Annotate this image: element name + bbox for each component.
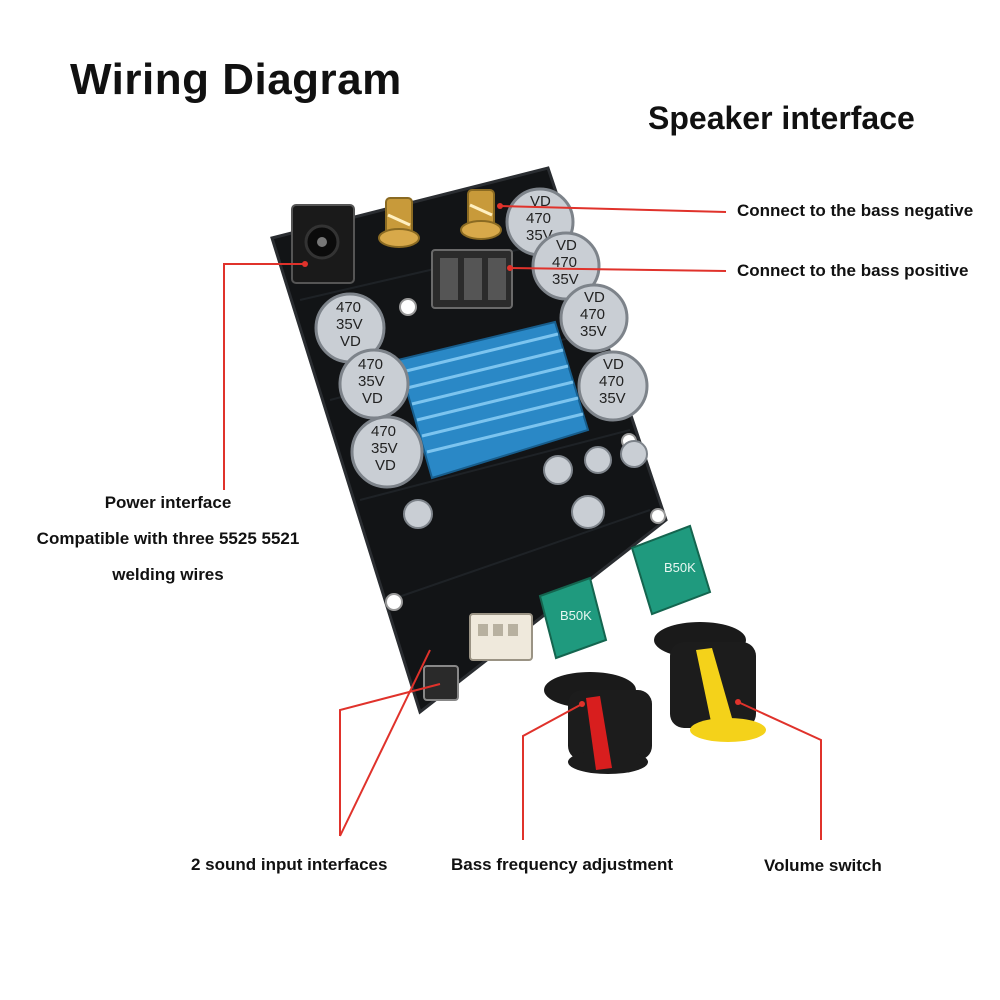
leader-line-bass-positive <box>509 267 727 272</box>
callout-bass-negative: Connect to the bass negative <box>737 201 974 220</box>
leader-lines <box>223 205 822 840</box>
svg-text:VD: VD <box>375 457 396 474</box>
svg-text:470: 470 <box>526 210 551 227</box>
svg-text:35V: 35V <box>580 323 607 340</box>
svg-text:35V: 35V <box>599 390 626 407</box>
svg-text:35V: 35V <box>336 316 363 333</box>
speaker-terminal-positive <box>460 189 502 240</box>
svg-text:470: 470 <box>552 254 577 271</box>
capacitor-left-2: 470 35V VD <box>338 348 410 420</box>
capacitor-right-4: VD 470 35V <box>577 350 649 422</box>
callout-bass-positive: Connect to the bass positive <box>737 261 969 280</box>
speaker-terminal-negative <box>378 197 420 248</box>
leader-line-power <box>223 263 305 490</box>
svg-text:35V: 35V <box>371 440 398 457</box>
svg-text:470: 470 <box>599 373 624 390</box>
callout-power-line3: welding wires <box>112 565 224 584</box>
callout-volume: Volume switch <box>764 856 882 875</box>
svg-text:VD: VD <box>603 356 624 373</box>
leader-line-bass-adjust <box>522 703 583 840</box>
aux-jack <box>423 665 459 701</box>
input-connector <box>469 613 533 661</box>
bass-potentiometer: B50K <box>538 576 608 660</box>
callout-sound-inputs: 2 sound input interfaces <box>191 855 388 874</box>
callout-power: Power interface Compatible with three 55… <box>18 493 318 585</box>
speaker-terminal-block <box>431 249 513 309</box>
svg-text:35V: 35V <box>552 271 579 288</box>
leader-line-bass-negative <box>499 205 727 213</box>
bass-knob <box>544 672 652 774</box>
svg-text:470: 470 <box>371 423 396 440</box>
small-capacitors <box>403 440 648 529</box>
capacitor-left-3: 470 35V VD <box>350 415 424 489</box>
capacitor-right-3: VD 470 35V <box>559 283 629 353</box>
leader-dots <box>302 203 741 707</box>
callout-bass-adjust: Bass frequency adjustment <box>451 855 674 874</box>
volume-knob <box>654 622 766 742</box>
callout-power-line2: Compatible with three 5525 5521 <box>36 529 300 548</box>
svg-text:35V: 35V <box>358 373 385 390</box>
leader-line-volume <box>737 701 822 840</box>
section-subtitle: Speaker interface <box>648 100 915 136</box>
power-jack <box>291 204 355 284</box>
capacitor-right-2: VD 470 35V <box>531 231 601 301</box>
svg-text:470: 470 <box>336 299 361 316</box>
svg-text:VD: VD <box>340 333 361 350</box>
svg-text:VD: VD <box>530 193 551 210</box>
svg-text:VD: VD <box>584 289 605 306</box>
volume-potentiometer: B50K <box>630 524 712 616</box>
svg-text:470: 470 <box>580 306 605 323</box>
leader-line-input-2 <box>339 649 431 837</box>
svg-text:B50K: B50K <box>664 560 696 575</box>
svg-text:470: 470 <box>358 356 383 373</box>
svg-text:B50K: B50K <box>560 608 592 623</box>
leader-line-input-1 <box>339 683 441 836</box>
callout-power-line1: Power interface <box>104 493 232 512</box>
page-title: Wiring Diagram <box>70 55 402 104</box>
svg-text:VD: VD <box>362 390 383 407</box>
svg-text:VD: VD <box>556 237 577 254</box>
